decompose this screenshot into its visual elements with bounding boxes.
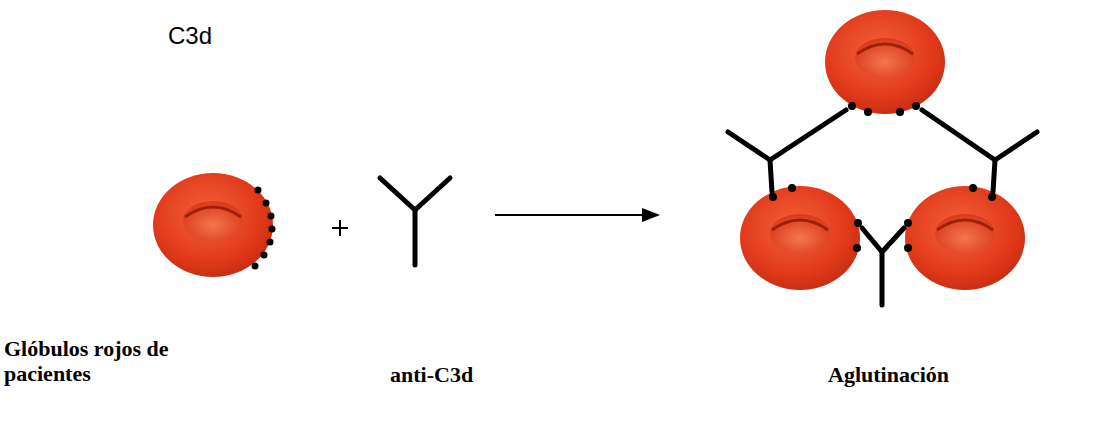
antibody-symbol (380, 178, 450, 265)
caption-label: Aglutinación (828, 362, 949, 387)
component-label: C3d (168, 22, 212, 50)
plus-sign (332, 220, 348, 236)
red-blood-cell (153, 173, 276, 277)
agglutinated-cells (728, 10, 1037, 305)
caption-label: anti-C3d (390, 362, 473, 387)
caption-label: Glóbulos rojos de pacientes (4, 336, 169, 387)
reaction-arrow (495, 208, 660, 222)
